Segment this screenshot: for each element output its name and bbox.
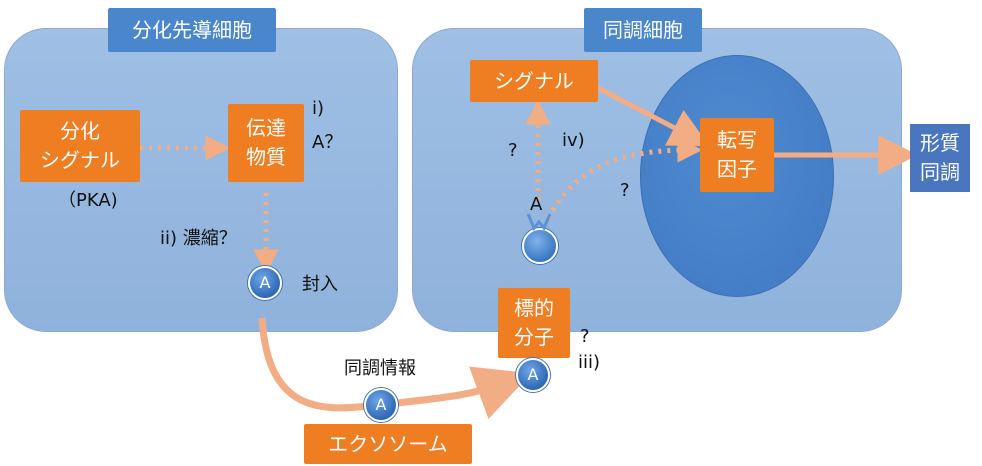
phenotype-line2: 同調 xyxy=(920,160,960,184)
transcription-line1: 転写 xyxy=(717,128,757,152)
arrow-signal-to-transcription xyxy=(596,85,710,147)
receptor-bound-a-dot xyxy=(522,228,558,264)
transmitter-line1: 伝達 xyxy=(246,116,286,140)
pka-label: （PKA) xyxy=(58,190,118,211)
target-line2: 分子 xyxy=(514,325,554,349)
label-q1: ? xyxy=(508,140,518,161)
label-ii-concentration: ii) 濃縮？ xyxy=(160,228,237,249)
label-q-iii: ? xyxy=(580,326,590,347)
label-iii: iii) xyxy=(578,352,601,373)
signal-box: シグナル xyxy=(470,60,598,102)
right-cell-title: 同調細胞 xyxy=(584,8,702,52)
differentiation-signal-box: 分化 シグナル xyxy=(20,110,140,182)
label-q2: ? xyxy=(620,180,630,201)
label-sync-info: 同調情報 xyxy=(344,358,416,379)
label-a-question: A？ xyxy=(312,132,343,153)
phenotype-sync-box: 形質 同調 xyxy=(910,124,970,192)
label-i: i) xyxy=(312,98,325,119)
label-encapsulation: 封入 xyxy=(302,274,338,295)
phenotype-line1: 形質 xyxy=(920,131,960,155)
label-iv: iv) xyxy=(562,130,585,151)
transmitter-line2: 物質 xyxy=(246,145,286,169)
vesicle-a-left: A xyxy=(248,266,282,300)
transcription-line2: 因子 xyxy=(717,157,757,181)
target-line1: 標的 xyxy=(514,296,554,320)
vesicle-a-target: A xyxy=(516,358,550,392)
receptor-cup-icon xyxy=(526,213,552,231)
left-cell-title: 分化先導細胞 xyxy=(108,8,276,52)
differentiation-signal-line2: シグナル xyxy=(40,148,120,172)
arrow-receptor-to-transcription xyxy=(545,137,703,220)
target-molecule-box: 標的 分子 xyxy=(498,288,570,358)
transcription-factor-box: 転写 因子 xyxy=(700,118,774,192)
exosome-box: エクソソーム xyxy=(304,424,472,464)
vesicle-a-exosome: A xyxy=(364,388,398,422)
differentiation-signal-line1: 分化 xyxy=(60,119,100,143)
transmitter-box: 伝達 物質 xyxy=(228,104,304,182)
label-a-receptor: A xyxy=(530,194,543,215)
